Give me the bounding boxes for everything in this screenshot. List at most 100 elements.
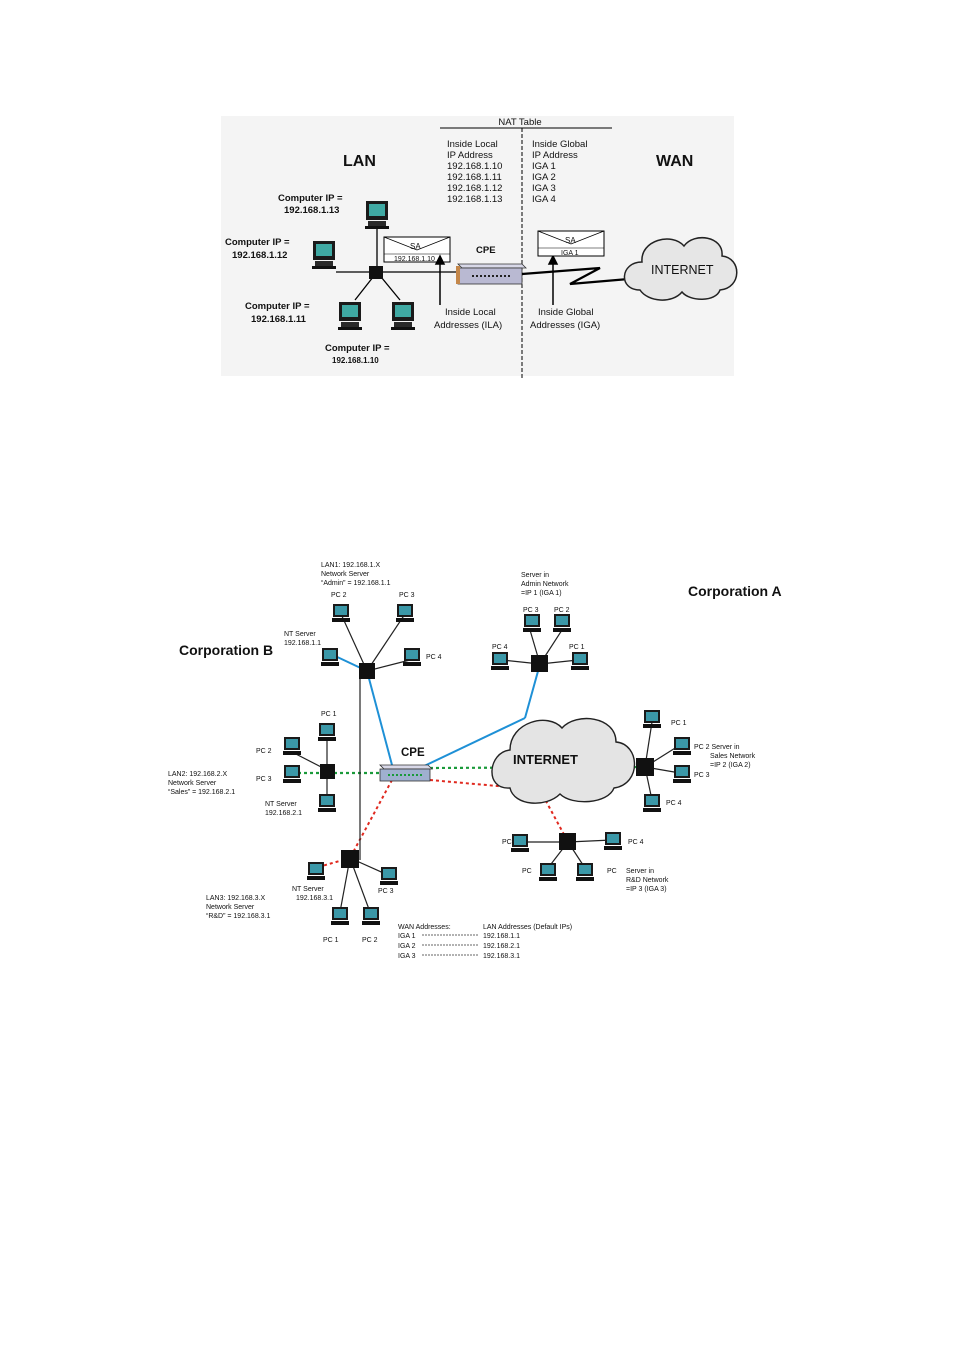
computer-icon <box>571 652 589 670</box>
packet-sa-label: SA <box>410 242 421 251</box>
lan3-text: LAN3: 192.168.3.X <box>206 895 265 902</box>
lan2-text: LAN2: 192.168.2.X <box>168 771 227 778</box>
iga-caption: Inside Global <box>538 307 593 318</box>
packet-envelope-global: SA IGA 1 <box>537 230 605 257</box>
ila-caption: Addresses (ILA) <box>434 320 502 331</box>
packet-address: IGA 1 <box>561 250 579 257</box>
pc-label: PC <box>502 839 512 846</box>
lan1-text: LAN1: 192.168.1.X <box>321 562 380 569</box>
nt-server-label: 192.168.1.1 <box>284 640 321 647</box>
computer-icon <box>338 302 362 330</box>
pc-label: PC 4 <box>492 644 508 651</box>
computer-label: Computer IP = <box>245 301 310 312</box>
computer-icon <box>332 604 350 622</box>
computer-icon <box>523 614 541 632</box>
sales-server-label: PC 2 Server in <box>694 744 740 751</box>
pc-label: PC 2 <box>256 748 272 755</box>
sales-hub <box>636 758 654 776</box>
mapping-lan: 192.168.1.1 <box>483 933 520 940</box>
admin-server-label: =IP 1 (IGA 1) <box>521 590 562 597</box>
computer-icon <box>362 907 380 925</box>
corporation-b-label: Corporation B <box>179 642 273 658</box>
rd-server-label: R&D Network <box>626 877 669 884</box>
ila-header-2: IP Address <box>447 150 493 161</box>
admin-server-label: Admin Network <box>521 581 569 588</box>
sales-server-label: =IP 2 (IGA 2) <box>710 762 751 769</box>
lan2-text: “Sales” = 192.168.2.1 <box>168 789 235 796</box>
pc-label: PC 1 <box>323 937 339 944</box>
pc-label: PC 3 <box>256 776 272 783</box>
ila-arrow <box>434 254 446 305</box>
ila-header-1: Inside Local <box>447 139 498 150</box>
iga-value: IGA 4 <box>532 194 556 205</box>
nt-server-label: 192.168.3.1 <box>296 895 333 902</box>
pc-label: PC 1 <box>671 720 687 727</box>
cpe-router-icon <box>456 263 527 285</box>
pc-label: PC 4 <box>426 654 442 661</box>
mapping-header-wan: WAN Addresses: <box>398 924 451 931</box>
computer-icon <box>283 737 301 755</box>
lan-label: LAN <box>343 153 376 170</box>
cpe-label: CPE <box>476 245 496 256</box>
admin-hub <box>531 655 548 672</box>
pc-label: PC <box>607 868 617 875</box>
mapping-arrows <box>422 934 478 956</box>
lan1-text: Network Server <box>321 571 370 578</box>
mapping-wan: IGA 1 <box>398 933 416 940</box>
internet-cloud: INTERNET <box>623 237 738 301</box>
iga-header-1: Inside Global <box>532 139 587 150</box>
computer-icon <box>511 834 529 852</box>
pc-label: PC 2 <box>362 937 378 944</box>
computer-icon <box>643 794 661 812</box>
lan2-text: Network Server <box>168 780 217 787</box>
computer-icon <box>321 648 339 666</box>
packet-address: 192.168.1.10 <box>394 256 435 263</box>
computer-icon <box>365 201 389 229</box>
pc-label: PC 3 <box>523 607 539 614</box>
iga-value: IGA 1 <box>532 161 556 172</box>
lan3-text: “R&D” = 192.168.3.1 <box>206 913 271 920</box>
iga-value: IGA 3 <box>532 183 556 194</box>
computer-icon <box>673 737 691 755</box>
mapping-wan: IGA 2 <box>398 943 416 950</box>
iga-caption: Addresses (IGA) <box>530 320 600 331</box>
iga-value: IGA 2 <box>532 172 556 183</box>
admin-server-label: Server in <box>521 572 549 579</box>
ila-value: 192.168.1.11 <box>447 172 502 183</box>
sales-server-label: Sales Network <box>710 753 756 760</box>
computer-icon <box>673 765 691 783</box>
nat-diagram: NAT Table LAN WAN Inside Local IP Addres… <box>221 116 738 378</box>
computer-ip: 192.168.1.10 <box>332 356 379 365</box>
ila-value: 192.168.1.10 <box>447 161 502 172</box>
address-mapping: WAN Addresses: LAN Addresses (Default IP… <box>398 924 572 960</box>
pc-label: PC 4 <box>666 800 682 807</box>
lan3-hub <box>341 850 359 868</box>
rd-hub <box>559 833 576 850</box>
computer-icon <box>576 863 594 881</box>
computer-icon <box>643 710 661 728</box>
pc-label: PC 3 <box>399 592 415 599</box>
lan3-text: Network Server <box>206 904 255 911</box>
pc-label: PC 1 <box>569 644 585 651</box>
packet-sa-label: SA <box>565 236 576 245</box>
lan-hub <box>369 266 383 279</box>
computer-icon <box>312 241 336 269</box>
nt-server-label: NT Server <box>265 801 297 808</box>
wan-label: WAN <box>656 153 693 170</box>
green-links <box>292 765 646 775</box>
ila-caption: Inside Local <box>445 307 496 318</box>
pc-label: PC 3 <box>694 772 710 779</box>
iga-header-2: IP Address <box>532 150 578 161</box>
computer-icon <box>491 652 509 670</box>
computer-icon <box>396 604 414 622</box>
computer-icon <box>380 867 398 885</box>
pc-label: PC 4 <box>628 839 644 846</box>
ila-column: Inside Local IP Address 192.168.1.10 192… <box>447 139 502 205</box>
nt-server-label: 192.168.2.1 <box>265 810 302 817</box>
rd-server-label: =IP 3 (IGA 3) <box>626 886 667 893</box>
wan-link <box>521 266 641 286</box>
internet-cloud-2: INTERNET <box>491 717 636 804</box>
lan1-hub <box>359 663 375 679</box>
pc-label: PC <box>522 868 532 875</box>
pc-label: PC 1 <box>321 711 337 718</box>
